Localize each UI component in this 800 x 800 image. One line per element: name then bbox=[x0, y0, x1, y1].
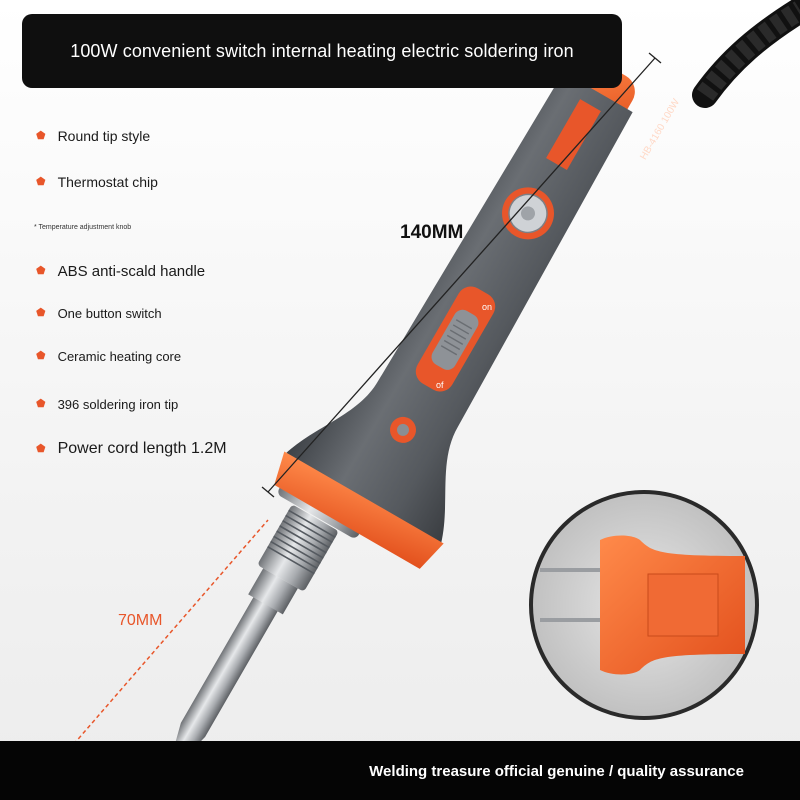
switch-label-off: of bbox=[436, 380, 444, 390]
feature-label: Round tip style bbox=[57, 128, 151, 144]
pentagon-bullet-icon: ⬟ bbox=[36, 307, 46, 319]
dimension-label-70: 70MM bbox=[118, 612, 163, 629]
dimension-line-70 bbox=[59, 519, 269, 761]
feature-label: Thermostat chip bbox=[57, 174, 158, 190]
dimension-label-140: 140MM bbox=[400, 222, 464, 243]
feature-item: ⬟ Power cord length 1.2M bbox=[36, 440, 227, 458]
pentagon-bullet-icon: ⬟ bbox=[36, 175, 46, 188]
pentagon-bullet-icon: ⬟ bbox=[36, 129, 46, 142]
footer-slogan: Welding treasure official genuine / qual… bbox=[369, 763, 744, 780]
page-title: 100W convenient switch internal heating … bbox=[70, 41, 574, 61]
feature-item: ⬟ Ceramic heating core bbox=[36, 349, 181, 364]
feature-label: ABS anti-scald handle bbox=[57, 263, 206, 280]
feature-item: ⬟ One button switch bbox=[36, 306, 162, 321]
feature-label: One button switch bbox=[57, 306, 162, 321]
pentagon-bullet-icon: ⬟ bbox=[36, 398, 46, 410]
feature-note: * Temperature adjustment knob bbox=[34, 224, 132, 231]
footer-bar: Welding treasure official genuine / qual… bbox=[0, 741, 800, 800]
feature-label: Power cord length 1.2M bbox=[57, 440, 227, 457]
dimension-line-140 bbox=[261, 52, 662, 498]
pentagon-bullet-icon: ⬟ bbox=[36, 442, 46, 455]
pentagon-bullet-icon: ⬟ bbox=[36, 350, 46, 362]
feature-item: ⬟ ABS anti-scald handle bbox=[36, 263, 205, 280]
feature-label: 396 soldering iron tip bbox=[57, 397, 179, 412]
feature-item: ⬟ 396 soldering iron tip bbox=[36, 397, 178, 412]
switch-label-on: on bbox=[482, 302, 493, 312]
pentagon-bullet-icon: ⬟ bbox=[36, 265, 46, 277]
feature-label: Ceramic heating core bbox=[57, 349, 182, 364]
feature-item: ⬟ Round tip style bbox=[36, 128, 150, 144]
title-banner: 100W convenient switch internal heating … bbox=[22, 14, 622, 88]
iron-handle bbox=[274, 57, 635, 569]
plug-inset bbox=[529, 490, 759, 720]
feature-item: ⬟ Thermostat chip bbox=[36, 174, 158, 190]
soldering-tip bbox=[159, 593, 281, 787]
power-cord bbox=[692, 0, 800, 108]
